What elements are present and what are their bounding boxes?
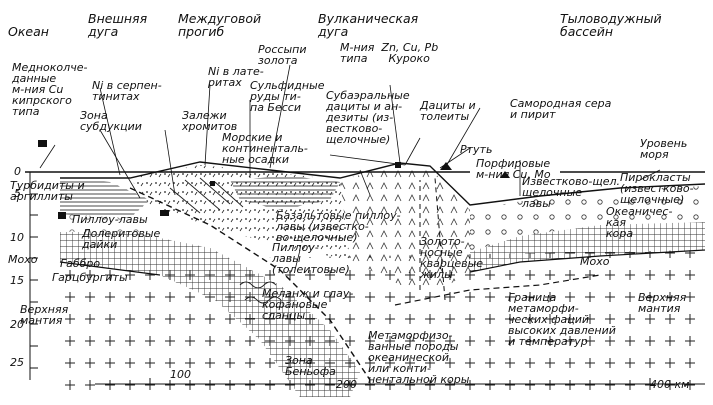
- distance-tick-400: 400 км: [650, 378, 690, 391]
- label-volcanic-arc: Вулканическая дуга: [318, 11, 419, 39]
- distance-tick-200: 200: [336, 378, 357, 391]
- depth-tick-5: 5: [14, 187, 21, 200]
- moho-line: [59, 249, 706, 276]
- label-ocean: Океан: [8, 24, 49, 39]
- label-subduction-zone: Зона субдукции: [80, 109, 142, 133]
- pillow-lava-layer: [60, 214, 150, 232]
- melange-squiggle: [239, 281, 282, 304]
- oceanic-slab: [60, 232, 360, 397]
- metamorphic-boundary-line: [394, 274, 601, 306]
- depth-tick-15: 15: [10, 274, 24, 287]
- label-pillow-tholeiitic: Пиллоу- лавы (толеитовые): [272, 241, 350, 276]
- label-outer-arc: Внешняя дуга: [88, 11, 148, 39]
- depth-tick-0: 0: [14, 165, 21, 178]
- label-dolerite-dikes: Долеритовые дайки: [82, 227, 161, 251]
- label-backarc-basin: Тыловодужный бассейн: [560, 11, 662, 39]
- label-turbidites: Турбидиты и аргиллиты: [10, 179, 85, 203]
- label-harzburgites: Гарцбургиты: [52, 271, 128, 284]
- label-basalt-pillow-lavas: Базальтовые пиллоу- лавы (известко- во-щ…: [276, 209, 401, 244]
- label-moho-right: Мохо: [580, 255, 610, 268]
- label-subaerial-dacites: Субаэральные дациты и ан- дезиты (из- ве…: [326, 89, 410, 146]
- label-upper-mantle-left: Верхняя мантия: [20, 303, 69, 327]
- forearc-fault-hatching: [169, 177, 244, 214]
- leader-lines: [39, 64, 661, 271]
- label-kuroko-deposits: М-ния Zn, Cu, Pb типа Куроко: [340, 41, 439, 65]
- depth-tick-20: 20: [10, 318, 24, 331]
- distance-tick-100: 100: [170, 368, 191, 381]
- depth-tick-10: 10: [10, 231, 24, 244]
- magma-conduit-line: [419, 177, 446, 301]
- label-gold-quartz-veins: Золото- носные кварцевые жилы: [420, 235, 484, 281]
- label-melange: Меланж и глау- кофановые сланцы: [262, 287, 354, 322]
- label-chromite-deposits: Залежи хромитов: [182, 109, 238, 133]
- label-metamorphosed-rocks: Метаморфизо- ванные породы океанической …: [368, 329, 470, 386]
- depth-tick-25: 25: [10, 356, 24, 369]
- benioff-zone-line: [129, 187, 371, 381]
- label-calc-alkaline-lavas: Известково-щел. щелочные лавы: [522, 175, 620, 210]
- label-native-sulfur: Самородная сера и пирит: [510, 97, 612, 121]
- label-porphyry-deposits: Порфировые м-ния Cu, Mo: [476, 157, 551, 181]
- forearc-basin-fill: [230, 176, 340, 210]
- oceanic-crust-backarc: [470, 222, 705, 272]
- label-pillow-lavas: Пиллоу-лавы: [72, 213, 148, 226]
- label-gold-placers: Россыпи золота: [258, 43, 307, 67]
- label-upper-mantle-right: Верхняя мантия: [638, 291, 687, 315]
- label-pyroclastics: Пирокласты (известково- щелочные): [620, 171, 694, 206]
- label-ni-laterites: Ni в лате- ритах: [208, 65, 264, 89]
- label-mercury: Ртуть: [460, 143, 493, 156]
- label-besshi-ores: Сульфидные руды ти- па Бесси: [250, 79, 325, 114]
- label-marine-sediments: Морские и континенталь- ные осадки: [222, 131, 308, 166]
- label-gabbro: Габбро: [60, 257, 101, 270]
- deposit-markers: [38, 140, 510, 219]
- label-sea-level: Уровень моря: [640, 137, 688, 161]
- backarc-sediments: [470, 186, 705, 252]
- label-metamorphic-boundary: Граница метаморфи- ческих фаций высоких …: [508, 291, 616, 348]
- label-moho-left: Мохо: [8, 253, 38, 266]
- label-forearc-basin: Междуговой прогиб: [178, 11, 262, 39]
- label-benioff-zone: Зона Беньофа: [285, 354, 336, 378]
- label-cyprus-deposits: Медноколче- данные м-ния Cu кипрского ти…: [12, 61, 88, 118]
- label-ni-serpentinites: Ni в серпен- тинитах: [92, 79, 162, 103]
- volcanic-arc-body: [340, 165, 470, 290]
- label-oceanic-crust: Океаничес- кая кора: [606, 205, 673, 240]
- label-dacites-tholeiites: Дациты и толеиты: [420, 99, 476, 123]
- turbidites: [60, 178, 150, 218]
